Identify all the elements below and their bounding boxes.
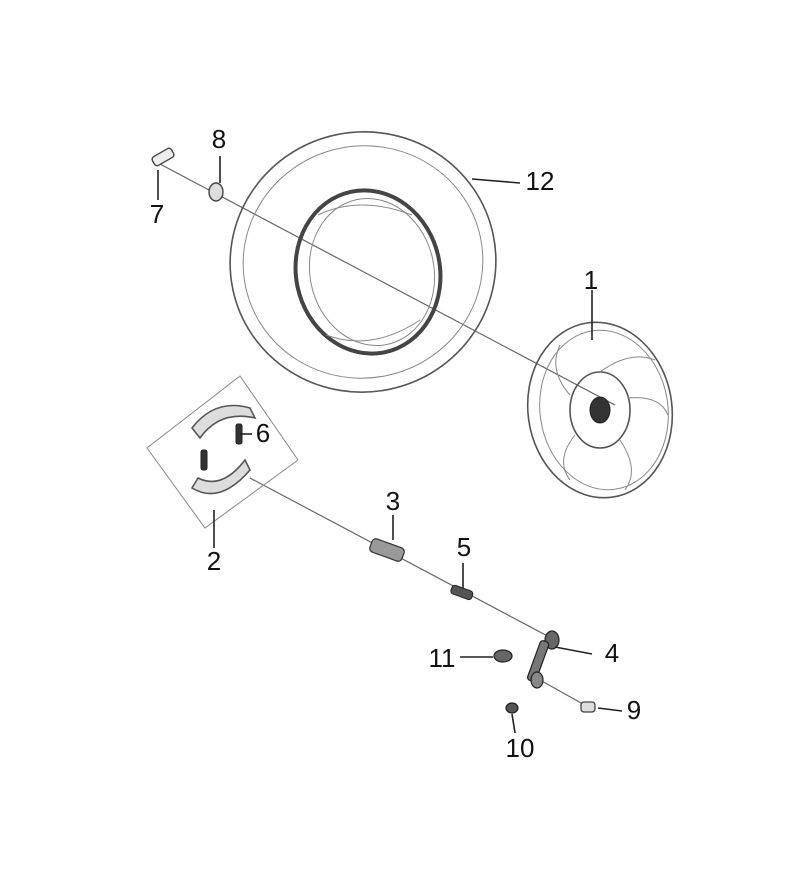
callout-2: 2 <box>207 546 221 576</box>
callout-3: 3 <box>386 486 400 516</box>
wheel-rim-part <box>526 321 674 499</box>
bushing-part <box>369 538 405 562</box>
assembly-axis-lines <box>157 162 616 709</box>
callout-1: 1 <box>584 265 598 295</box>
stud-part <box>450 584 474 601</box>
callout-leader-lines <box>157 156 623 734</box>
brake-arm-part <box>526 630 560 689</box>
callout-9: 9 <box>627 695 641 725</box>
callout-4: 4 <box>605 638 619 668</box>
brake-spring-part <box>200 423 243 471</box>
callout-10: 10 <box>506 733 535 763</box>
pin-part <box>151 147 175 167</box>
bolt-part <box>493 649 513 663</box>
callout-7: 7 <box>150 199 164 229</box>
tire-part <box>229 131 497 393</box>
washer-part <box>208 182 224 202</box>
brake-shoe-set-part <box>146 375 299 529</box>
callout-8: 8 <box>212 124 226 154</box>
callout-12: 12 <box>526 166 555 196</box>
callout-11: 11 <box>429 643 456 673</box>
callout-labels: 1 2 3 4 5 6 7 8 9 10 11 12 <box>150 124 641 763</box>
small-nut-part <box>505 702 519 714</box>
callout-6: 6 <box>256 418 270 448</box>
nut-part <box>580 701 596 713</box>
callout-5: 5 <box>457 532 471 562</box>
